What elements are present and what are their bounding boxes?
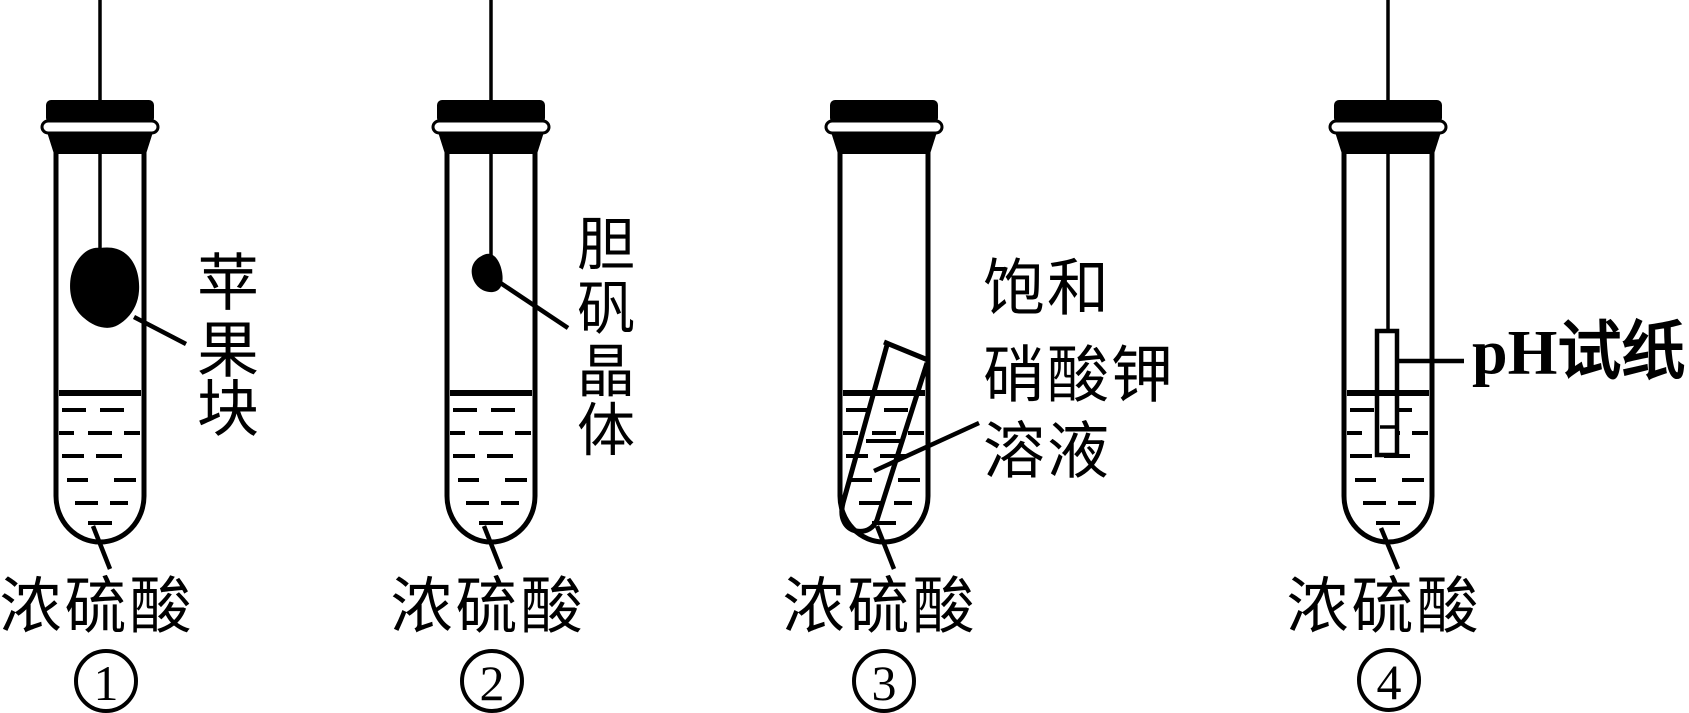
test-tube-3-diagram: 饱和 硝酸钾 溶液 浓硫酸 3: [782, 100, 1175, 713]
acid-pointer-line: [874, 525, 897, 570]
svg-text:矾: 矾: [577, 277, 635, 342]
svg-text:2: 2: [480, 655, 505, 711]
content-label: 胆 矾 晶 体: [577, 213, 635, 464]
label-pointer-line: [132, 315, 188, 346]
svg-text:3: 3: [872, 655, 897, 711]
svg-text:4: 4: [1377, 654, 1402, 710]
svg-text:溶液: 溶液: [983, 418, 1111, 487]
stopper-rim: [40, 119, 160, 135]
circled-number-1: 1: [74, 649, 138, 713]
stopper-rim: [1328, 119, 1448, 135]
rubber-stopper-cap: [1334, 100, 1442, 123]
acid-pointer-line: [90, 525, 113, 570]
content-label: pH试纸: [1472, 317, 1685, 388]
liquid-dashes: [59, 408, 140, 525]
content-label: 饱和 硝酸钾 溶液: [983, 255, 1175, 487]
acid-pointer-line: [1378, 527, 1401, 570]
svg-text:苹: 苹: [197, 250, 259, 319]
stopper-collar: [47, 132, 153, 154]
label-pointer-line: [873, 420, 980, 474]
copper-sulfate-crystal: [471, 253, 503, 293]
apple-piece: [70, 247, 140, 328]
acid-label: 浓硫酸: [390, 573, 585, 642]
stopper-collar: [438, 132, 544, 154]
stopper-rim: [824, 119, 944, 135]
stopper-rim: [431, 119, 551, 135]
svg-text:果: 果: [197, 317, 259, 386]
svg-text:晶: 晶: [577, 340, 635, 405]
test-tube-2-diagram: 胆 矾 晶 体 浓硫酸 2: [390, 0, 635, 713]
svg-text:体: 体: [577, 399, 635, 464]
acid-label: 浓硫酸: [0, 573, 195, 642]
svg-text:饱和: 饱和: [983, 255, 1111, 324]
small-tube-mouth: [883, 339, 929, 363]
rubber-stopper-cap: [437, 100, 545, 123]
acid-pointer-line: [481, 525, 504, 570]
svg-text:硝酸钾: 硝酸钾: [983, 342, 1175, 411]
liquid-dashes: [450, 408, 531, 525]
svg-text:1: 1: [94, 655, 119, 711]
content-label: 苹 果 块: [197, 250, 259, 445]
label-pointer-line: [497, 280, 570, 330]
rubber-stopper-cap: [830, 100, 938, 123]
circled-number-3: 3: [852, 649, 916, 713]
circled-number-2: 2: [460, 649, 524, 713]
test-tube-4-diagram: pH试纸 浓硫酸 4: [1286, 0, 1685, 712]
rubber-stopper-cap: [46, 100, 154, 123]
acid-label: 浓硫酸: [1286, 573, 1481, 642]
circled-number-4: 4: [1357, 648, 1421, 712]
acid-label: 浓硫酸: [782, 573, 977, 642]
stopper-collar: [831, 132, 937, 154]
inner-small-test-tube: [839, 339, 930, 534]
stopper-collar: [1335, 132, 1441, 154]
svg-text:胆: 胆: [577, 213, 635, 278]
svg-text:块: 块: [197, 376, 259, 445]
test-tube-1-diagram: 苹 果 块 浓硫酸 1: [0, 0, 259, 713]
